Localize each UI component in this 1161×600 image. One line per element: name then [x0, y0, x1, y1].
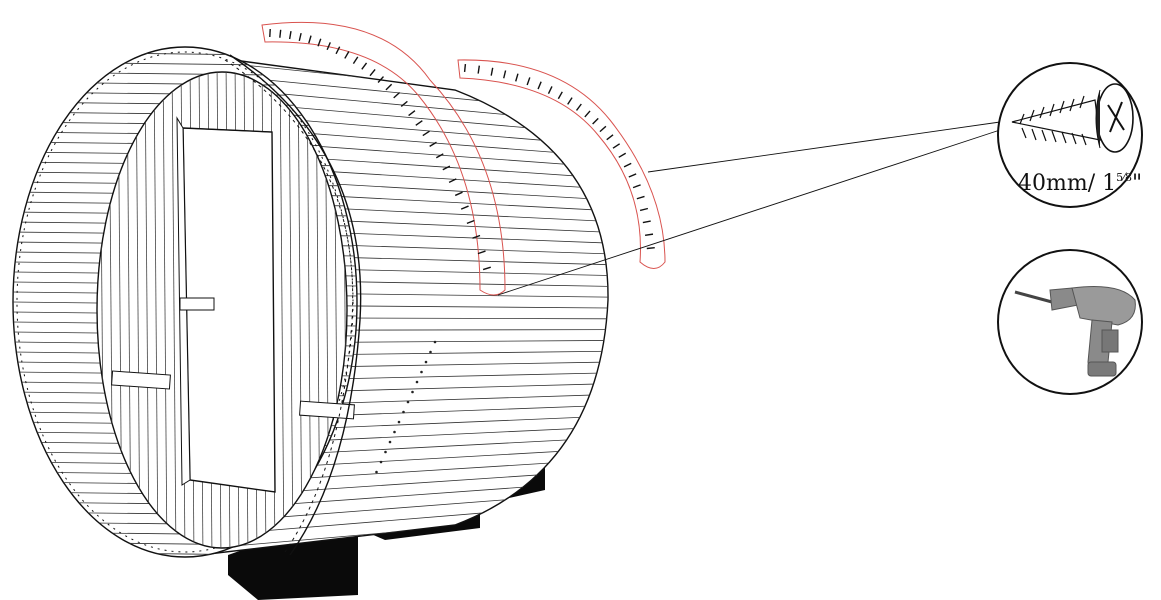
screw-mark — [567, 97, 573, 105]
screw-mark — [646, 246, 655, 250]
screw-hole-dot — [420, 370, 423, 374]
screw-mark — [335, 46, 341, 55]
wall-stave — [306, 72, 312, 548]
screw-hole-dot — [411, 390, 414, 394]
screw-mark — [369, 69, 376, 77]
screw-row-highlight-right — [457, 59, 666, 269]
front-wall — [96, 71, 355, 549]
screw-hole-dot — [384, 450, 387, 454]
screw-mark — [612, 143, 621, 149]
screw-mark — [460, 205, 469, 210]
screw-mark — [642, 220, 651, 224]
door — [176, 116, 276, 493]
wall-stave — [171, 72, 177, 548]
screw-mark — [400, 100, 408, 108]
screw-mark — [454, 191, 463, 197]
screw-row-highlight-left — [261, 21, 506, 296]
wall-stave — [135, 72, 141, 548]
screw-hole-dot — [433, 340, 437, 344]
screw-hole-dot — [379, 460, 383, 464]
screw-mark — [317, 38, 322, 47]
screw-mark — [547, 86, 553, 94]
screw-mark — [344, 51, 350, 59]
screw-hole-dot — [402, 410, 405, 414]
screw-mark — [537, 81, 542, 90]
wall-stave — [297, 72, 303, 548]
screw-mark — [408, 110, 416, 117]
wall-stave — [162, 72, 168, 548]
screw-mark — [466, 219, 475, 225]
screw-mark — [557, 91, 563, 100]
screw-mark — [618, 152, 627, 158]
shell-front-edge — [229, 54, 362, 556]
screw-mark — [644, 233, 654, 236]
screw-mark — [361, 62, 368, 70]
screw-mark — [526, 77, 531, 86]
screw-hole-markers — [375, 340, 437, 474]
wall-stave — [279, 72, 285, 548]
screw-mark — [515, 73, 519, 82]
wall-bracket-left — [111, 370, 171, 390]
screw-hole-dot — [415, 380, 419, 384]
wall-stave — [153, 72, 159, 548]
screw-mark — [385, 83, 393, 91]
screw-callout: 40mm/ 15⁄8" — [997, 62, 1143, 208]
screw-hole-dot — [424, 360, 428, 364]
door-handle — [179, 297, 215, 311]
screw-mark — [490, 67, 494, 76]
screw-mark — [628, 173, 637, 178]
screw-hole-dot — [397, 420, 401, 424]
screw-mark — [472, 234, 481, 239]
screw-mark — [393, 92, 401, 99]
screw-mark — [442, 165, 451, 171]
screw-mark — [477, 65, 481, 74]
wall-stave — [144, 72, 150, 548]
screw-mark — [584, 110, 591, 118]
drill-callout — [997, 249, 1143, 395]
screw-mark — [632, 184, 641, 189]
cordless-drill-icon — [1014, 286, 1136, 377]
screw-mark — [503, 70, 507, 79]
screw-mark — [592, 117, 599, 125]
screw-mark — [429, 141, 437, 147]
screw-mark — [463, 63, 467, 73]
screw-mark — [422, 130, 430, 137]
screw-mark — [298, 32, 302, 42]
wall-stave — [288, 72, 294, 548]
screw-mark — [639, 207, 649, 212]
screw-mark — [377, 76, 384, 83]
screw-hole-dot — [375, 470, 378, 474]
highlighted-screw-rows — [261, 21, 666, 296]
screw-mark — [352, 56, 359, 64]
callout-leader-lines — [497, 121, 1001, 296]
screw-hole-dot — [388, 440, 392, 444]
screw-mark — [477, 250, 486, 255]
screw-mark — [636, 195, 645, 200]
screw-hole-dot — [429, 350, 432, 354]
screw-mark — [575, 103, 582, 111]
screw-mark — [279, 29, 282, 38]
screw-mark — [599, 125, 607, 133]
screw-size-label: 40mm/ 15⁄8" — [1018, 171, 1142, 196]
screw-mark — [308, 35, 312, 44]
screw-mark — [448, 178, 457, 183]
screw-mark — [606, 134, 614, 141]
screw-hole-dot — [393, 430, 396, 434]
screw-mark — [435, 153, 444, 159]
screw-mark — [482, 266, 491, 271]
screw-mark — [326, 42, 331, 51]
wood-screw-icon — [1011, 83, 1134, 153]
screw-hole-dot — [406, 400, 410, 404]
screw-mark — [623, 162, 632, 168]
screw-mark — [415, 120, 423, 126]
wall-bracket-right — [299, 400, 355, 420]
screw-mark — [288, 31, 292, 40]
